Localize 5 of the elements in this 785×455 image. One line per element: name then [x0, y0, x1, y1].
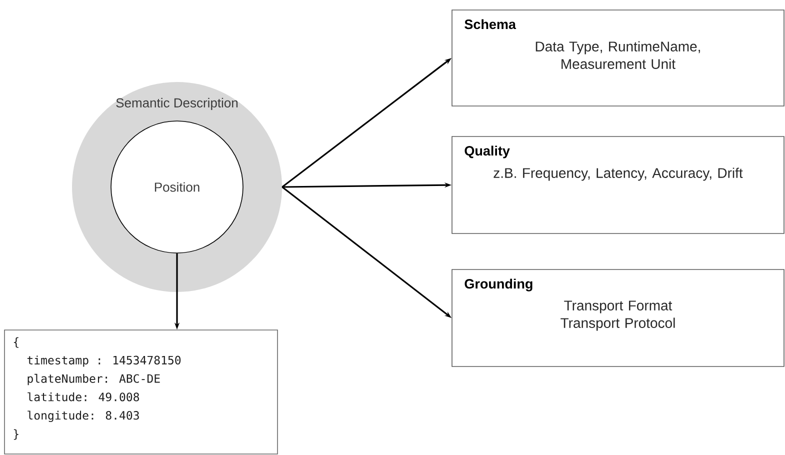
category-box: Schema Data Type, RuntimeName, Measurement Unit [452, 10, 784, 106]
code-box: { timestamp : 1453478150 plateNumber: ABC-DE latitude: 49.008 longitude: 8.403 } [4, 330, 278, 454]
ring-heading: Semantic Description [116, 98, 238, 110]
category-box: Quality z.B. Frequency, Latency, Accuracy, Drift [452, 136, 784, 234]
category-box: Grounding Transport Format Transport Protocol [452, 269, 784, 367]
